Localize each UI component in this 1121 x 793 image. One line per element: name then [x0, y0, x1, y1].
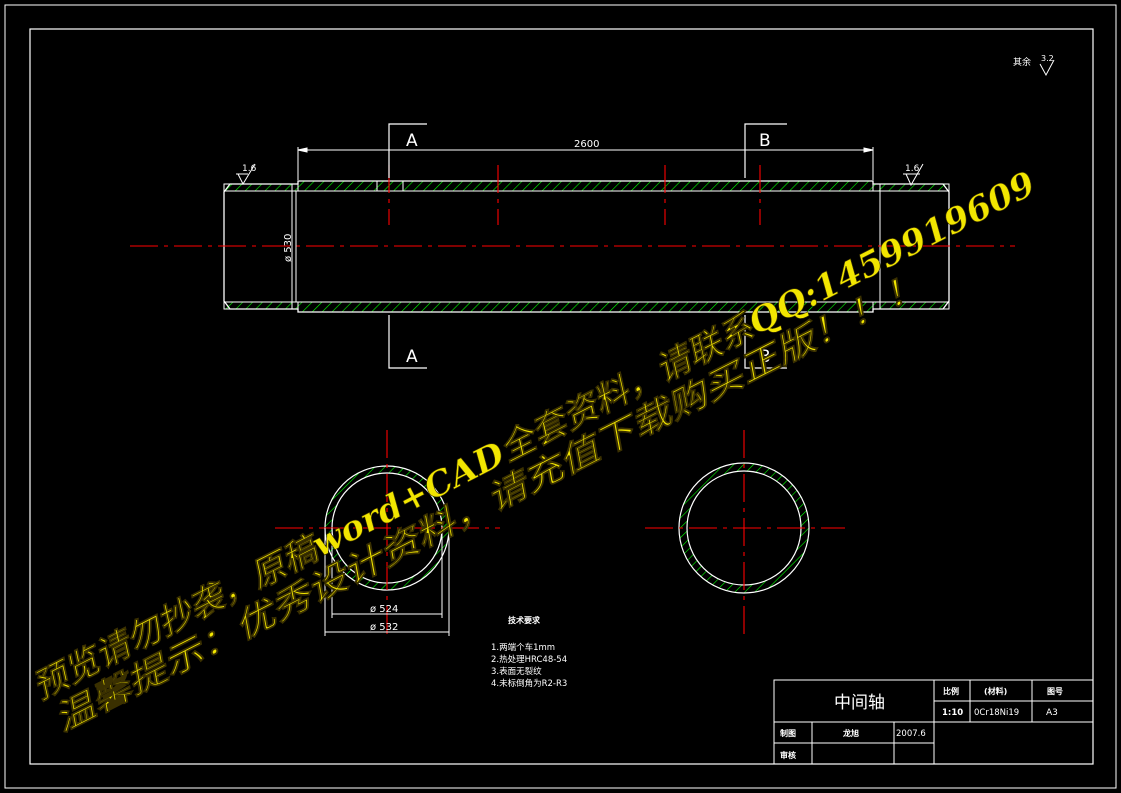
roughness-symbol-right — [903, 163, 924, 187]
shaft-outline — [223, 180, 950, 313]
roughness-symbol-left — [236, 163, 256, 186]
scale-label: 比例 — [943, 686, 959, 696]
roughness-general-label: 其余 — [1013, 56, 1031, 68]
title-block-title: 中间轴 — [834, 693, 885, 713]
drawing-no-label: 图号 — [1047, 687, 1063, 696]
section-b-view — [645, 430, 845, 638]
length-dimension — [297, 147, 874, 180]
shaft-left-end-bottom — [223, 301, 299, 310]
section-label-b-top: B — [759, 131, 771, 151]
outer-diameter-value: ø 530 — [283, 234, 294, 262]
section-label-b-bottom: B — [759, 347, 771, 367]
check-label: 审核 — [780, 750, 796, 760]
roughness-left-value: 1.6 — [242, 164, 257, 174]
drawn-by: 龙旭 — [842, 728, 859, 738]
section-label-a-bottom: A — [406, 347, 418, 367]
roughness-right-value: 1.6 — [905, 164, 920, 174]
bore-small-value: ø 524 — [370, 604, 398, 615]
shaft-main-view — [130, 165, 1015, 313]
tech-item-3: 3.表面无裂纹 — [491, 666, 542, 677]
drawing-no-value: A3 — [1046, 708, 1058, 718]
outer-border — [4, 4, 1117, 789]
roughness-general-value: 3.2 — [1041, 54, 1054, 63]
drawn-date: 2007.6 — [896, 729, 926, 739]
title-block — [773, 679, 1094, 765]
length-dimension-value: 2600 — [574, 139, 599, 150]
shaft-left-end-top — [223, 183, 299, 192]
bore-large-value: ø 532 — [370, 622, 398, 633]
tech-item-1: 1.两端个车1mm — [491, 642, 555, 653]
tech-requirements-heading: 技术要求 — [508, 615, 541, 625]
tech-item-2: 2.热处理HRC48-54 — [491, 654, 567, 665]
tech-item-4: 4.未标倒角为R2-R3 — [491, 678, 567, 689]
section-a-view: ø 524 ø 532 — [275, 430, 500, 638]
shaft-wall-top — [297, 180, 874, 192]
inner-border — [29, 28, 1094, 765]
scale-value: 1:10 — [942, 708, 963, 718]
section-label-a-top: A — [406, 131, 418, 151]
roughness-symbol-general — [1039, 59, 1055, 77]
material-label: (材料) — [984, 686, 1007, 696]
section-marks — [388, 123, 787, 369]
drawn-label: 制图 — [780, 728, 796, 738]
material-value: 0Cr18Ni19 — [974, 708, 1019, 718]
